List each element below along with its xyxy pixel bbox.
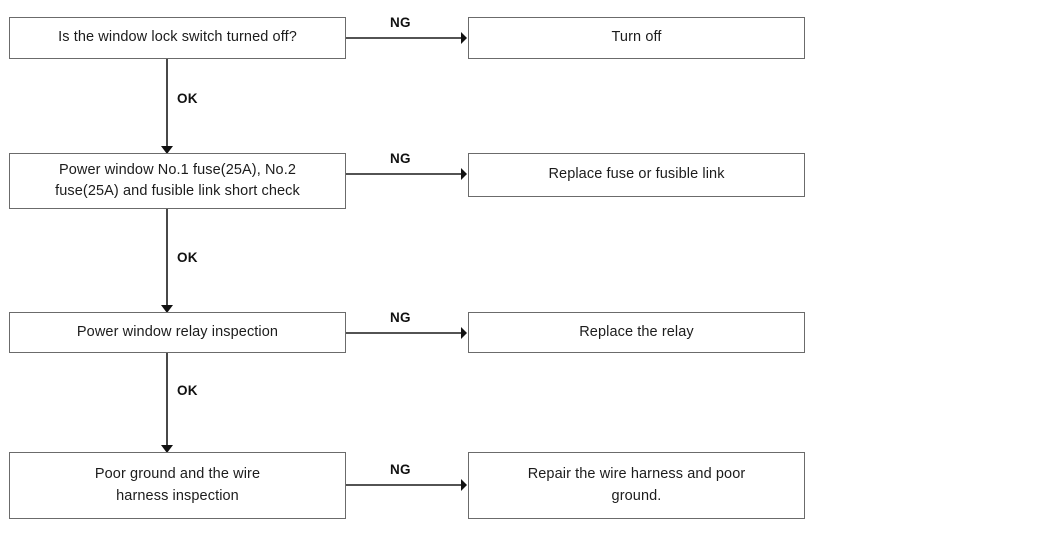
node-fuse-and-fusible-link-check[interactable]: Power window No.1 fuse(25A), No.2 fuse(2…: [9, 153, 346, 209]
node-label-line-1: Poor ground and the wire: [94, 466, 261, 483]
node-poor-ground-and-wire-harness-inspection[interactable]: Poor ground and the wire harness inspect…: [9, 452, 346, 519]
node-label: Power window relay inspection: [76, 323, 279, 340]
edge-label-ok-1: OK: [177, 91, 198, 106]
node-repair-wire-harness-and-poor-ground[interactable]: Repair the wire harness and poor ground.: [468, 452, 805, 519]
node-replace-the-relay[interactable]: Replace the relay: [468, 312, 805, 353]
edge-label-ok-3: OK: [177, 383, 198, 398]
node-label: Replace fuse or fusible link: [548, 166, 725, 183]
node-label: Replace the relay: [579, 323, 694, 340]
node-window-lock-switch-check[interactable]: Is the window lock switch turned off?: [9, 17, 346, 59]
connector-ok-3: [161, 353, 173, 453]
connector-ok-2: [161, 208, 173, 313]
node-label: Poor ground and the wire harness inspect…: [18, 464, 337, 506]
node-label-line-1: Repair the wire harness and poor: [527, 466, 746, 483]
node-label-line-2: harness inspection: [116, 487, 239, 504]
node-label: Power window No.1 fuse(25A), No.2 fuse(2…: [18, 160, 337, 202]
node-label: Is the window lock switch turned off?: [58, 29, 297, 46]
node-power-window-relay-inspection[interactable]: Power window relay inspection: [9, 312, 346, 353]
node-label: Turn off: [611, 29, 662, 46]
connector-ng-1: [346, 32, 467, 44]
edge-label-ok-2: OK: [177, 250, 198, 265]
node-label-line-2: ground.: [611, 487, 662, 504]
node-label-line-1: Power window No.1 fuse(25A), No.2: [58, 161, 297, 178]
edge-label-ng-2: NG: [390, 151, 411, 166]
connector-ng-3: [346, 327, 467, 339]
node-label: Repair the wire harness and poor ground.: [477, 464, 796, 506]
edge-label-ng-4: NG: [390, 462, 411, 477]
connector-ng-4: [346, 479, 467, 491]
node-turn-off[interactable]: Turn off: [468, 17, 805, 59]
connector-ok-1: [161, 59, 173, 154]
edge-label-ng-1: NG: [390, 15, 411, 30]
node-replace-fuse-or-fusible-link[interactable]: Replace fuse or fusible link: [468, 153, 805, 197]
connector-ng-2: [346, 168, 467, 180]
edge-label-ng-3: NG: [390, 310, 411, 325]
node-label-line-2: fuse(25A) and fusible link short check: [55, 183, 300, 199]
